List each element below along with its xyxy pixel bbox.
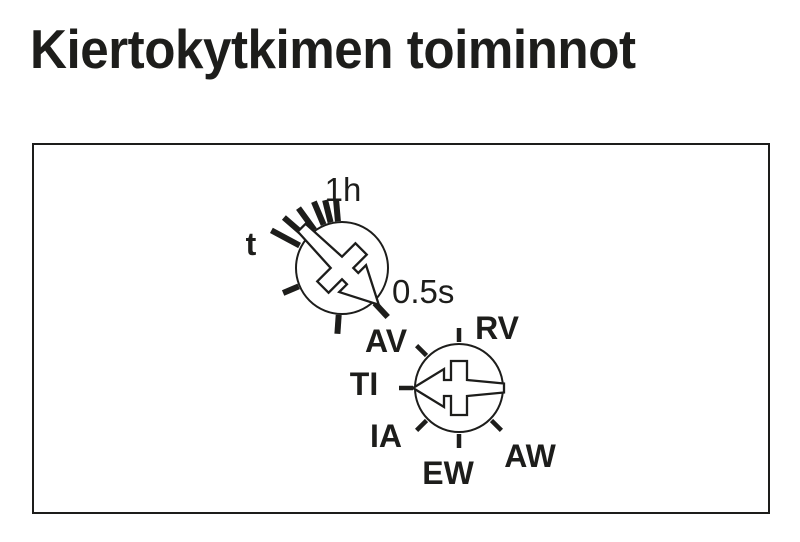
mode-dial-ticks [399, 328, 503, 448]
timer-dial-ticks [269, 199, 390, 335]
timer-dial: 1h t 0.5s [246, 171, 454, 335]
mode-label-ia: IA [370, 418, 402, 454]
timer-label-05s: 0.5s [392, 273, 454, 310]
mode-label-aw: AW [504, 438, 556, 474]
mode-label-rv: RV [475, 310, 520, 346]
timer-dial-pointer[interactable] [283, 209, 398, 324]
mode-dial-pointer[interactable] [410, 359, 506, 417]
mode-label-ti: TI [350, 366, 378, 402]
timer-label-t: t [246, 226, 257, 262]
page-title: Kiertokytkimen toiminnot [30, 18, 636, 80]
mode-label-av: AV [365, 323, 408, 359]
mode-dial: RV AV TI IA EW AW [350, 310, 557, 491]
diagram-frame [32, 143, 770, 514]
mode-label-ew: EW [422, 455, 474, 491]
timer-label-1h: 1h [325, 171, 362, 208]
